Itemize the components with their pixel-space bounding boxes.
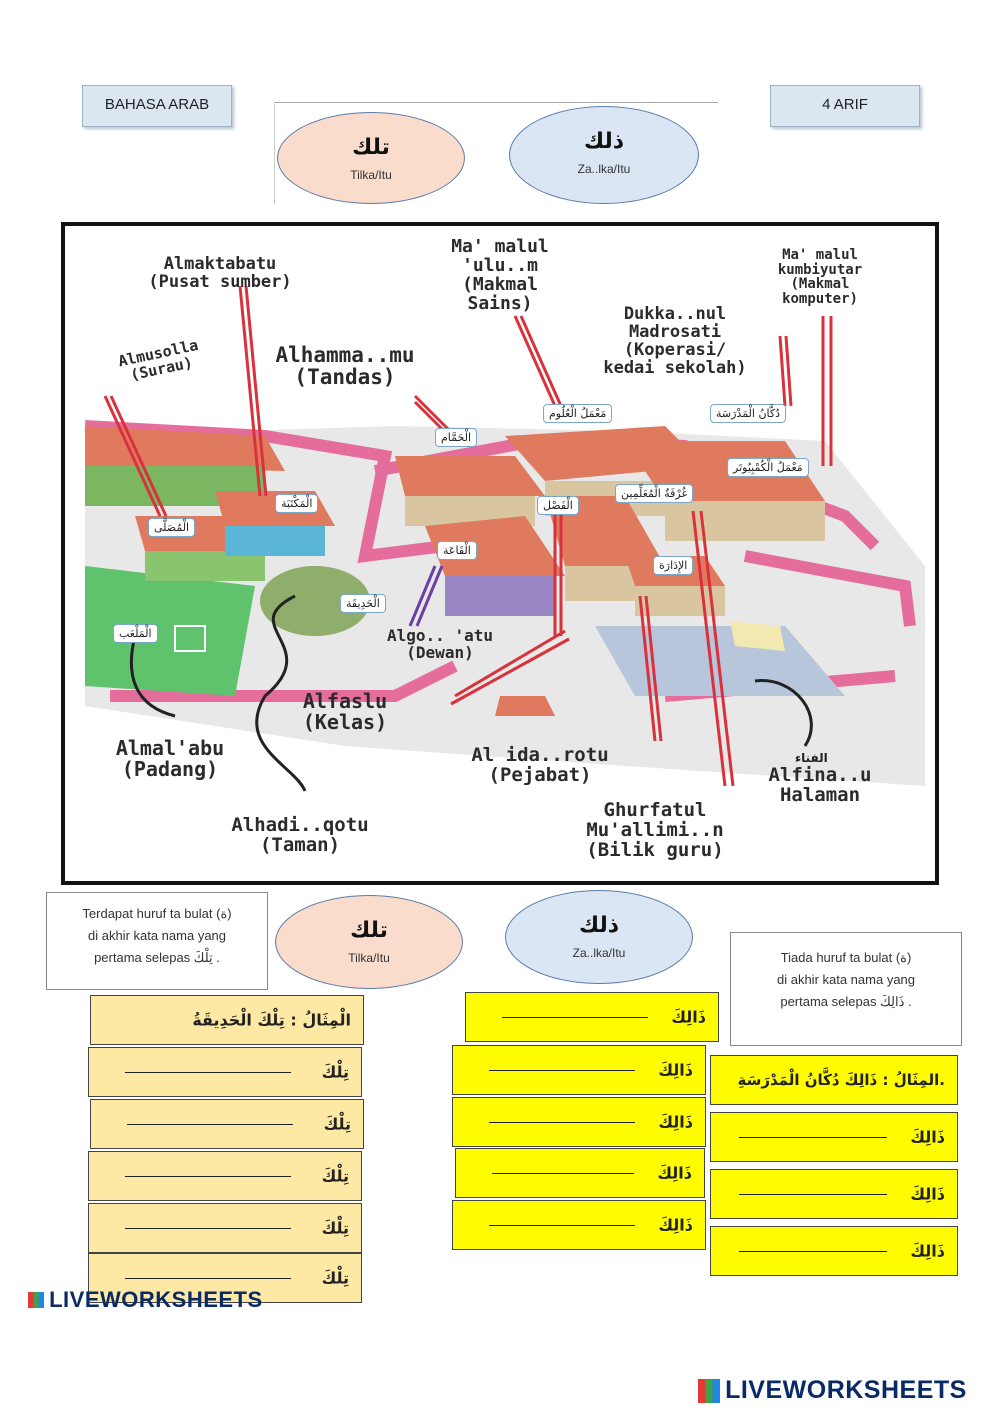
- tilka-latin-bottom: Tilka/Itu: [348, 951, 390, 965]
- note-left-line3: pertama selepas تِلْكَ .: [94, 950, 220, 966]
- note-left-line2: di akhir kata nama yang: [87, 928, 227, 944]
- zalika-word: ذَالِكَ: [671, 1007, 706, 1027]
- header-divider: [274, 102, 718, 103]
- tilka-row[interactable]: تِلْكَ: [88, 1151, 362, 1201]
- zalika-word: ذَالِكَ: [910, 1241, 945, 1261]
- answer-blank[interactable]: [492, 1173, 634, 1174]
- zalika-arabic-bottom: ذلك: [578, 913, 620, 938]
- zalika-ellipse: ذلك Za..lka/Itu: [509, 106, 699, 204]
- tilka-row[interactable]: تِلْكَ: [88, 1047, 362, 1097]
- zalika-row[interactable]: ذَالِكَ: [452, 1200, 706, 1250]
- zalika-row[interactable]: ذَالِكَ: [452, 1097, 706, 1147]
- label-ghurfah: Ghurfatul Mu'allimi..n (Bilik guru): [586, 799, 724, 861]
- tag-musolla: الْمُصَلَّى: [148, 518, 196, 537]
- note-with-ta-marbutah: Terdapat huruf ta bulat (ة) di akhir kat…: [46, 892, 268, 990]
- tag-hadiqah: الْحَدِيقَة: [340, 594, 386, 613]
- tag-maktabah: الْمَكْتَبَة: [275, 494, 319, 513]
- tag-malab: الْمَلْعَب: [113, 624, 158, 643]
- tag-ghurfah: غُرْفَةُ الْمُعَلِّمِين: [615, 484, 694, 503]
- zalika-row[interactable]: ذَالِكَ: [452, 1045, 706, 1095]
- tilka-row[interactable]: تِلْكَ: [88, 1203, 362, 1253]
- tilka-latin: Tilka/Itu: [350, 168, 392, 182]
- example-zalika: المِثَالُ : ذَالِكَ دُكَّانُ الْمَدْرَسَ…: [710, 1055, 958, 1105]
- zalika-ellipse-bottom: ذلك Za..lka/Itu: [505, 890, 693, 984]
- tilka-arabic: تلك: [352, 135, 390, 160]
- label-idarah: Al ida..rotu (Pejabat): [471, 744, 609, 786]
- example-zalika-text: المِثَالُ : ذَالِكَ دُكَّانُ الْمَدْرَسَ…: [737, 1071, 945, 1089]
- example-tilka: الْمِثَالُ : تِلْكَ الْحَدِيقَةُ: [90, 995, 364, 1045]
- tilka-word: تِلْكَ: [323, 1114, 351, 1134]
- zalika-row[interactable]: ذَالِكَ: [465, 992, 719, 1042]
- answer-blank[interactable]: [489, 1070, 635, 1071]
- zalika-row[interactable]: ذَالِكَ: [710, 1112, 958, 1162]
- zalika-latin: Za..lka/Itu: [577, 162, 631, 176]
- label-makmal-sains: Ma' malul 'ulu..m (Makmal Sains): [451, 236, 549, 314]
- logo-icon: [28, 1292, 44, 1308]
- liveworksheets-logo-large: LIVEWORKSHEETS: [698, 1376, 967, 1405]
- tilka-arabic-bottom: تلك: [350, 918, 388, 943]
- tag-qaah: الْقَاعَة: [437, 541, 477, 560]
- school-map: Almaktabatu (Pusat sumber) Ma' malul 'ul…: [61, 222, 939, 885]
- zalika-word: ذَالِكَ: [910, 1127, 945, 1147]
- answer-blank[interactable]: [739, 1194, 887, 1195]
- note-without-ta-marbutah: Tiada huruf ta bulat (ة) di akhir kata n…: [730, 932, 962, 1046]
- answer-blank[interactable]: [125, 1176, 291, 1177]
- zalika-word: ذَالِكَ: [910, 1184, 945, 1204]
- answer-blank[interactable]: [489, 1225, 635, 1226]
- brand-small-text: LIVEWORKSHEETS: [49, 1287, 263, 1312]
- label-malab: Almal'abu (Padang): [115, 736, 225, 781]
- tilka-row[interactable]: تِلْكَ: [90, 1099, 364, 1149]
- zalika-latin-bottom: Za..lka/Itu: [572, 946, 626, 960]
- tilka-word: تِلْكَ: [321, 1218, 349, 1238]
- tilka-word: تِلْكَ: [321, 1268, 349, 1288]
- zalika-row[interactable]: ذَالِكَ: [455, 1148, 705, 1198]
- zalika-row[interactable]: ذَالِكَ: [710, 1169, 958, 1219]
- zalika-word: ذَالِكَ: [657, 1163, 692, 1183]
- example-tilka-text: الْمِثَالُ : تِلْكَ الْحَدِيقَةُ: [192, 1010, 351, 1030]
- answer-blank[interactable]: [127, 1124, 293, 1125]
- zalika-word: ذَالِكَ: [658, 1215, 693, 1235]
- answer-blank[interactable]: [489, 1122, 635, 1123]
- label-makmal-komputer: Ma' malul kumbiyutar (Makmal komputer): [777, 247, 863, 308]
- class-label: 4 ARIF: [770, 85, 920, 127]
- label-maktabah: Almaktabatu (Pusat sumber): [148, 254, 292, 292]
- tilka-word: تِلْكَ: [321, 1062, 349, 1082]
- zalika-word: ذَالِكَ: [658, 1060, 693, 1080]
- label-dukkan: Dukka..nul Madrosati (Koperasi/ kedai se…: [603, 304, 747, 378]
- zalika-word: ذَالِكَ: [658, 1112, 693, 1132]
- answer-blank[interactable]: [125, 1278, 291, 1279]
- note-right-line1: Tiada huruf ta bulat (ة): [780, 950, 912, 965]
- tilka-ellipse: تلك Tilka/Itu: [277, 112, 465, 204]
- subject-label: BAHASA ARAB: [82, 85, 232, 127]
- zalika-row[interactable]: ذَالِكَ: [710, 1226, 958, 1276]
- answer-blank[interactable]: [739, 1137, 887, 1138]
- note-right-line2: di akhir kata nama yang: [776, 972, 916, 988]
- logo-icon: [698, 1378, 720, 1403]
- tag-makmal-ulum: مَعْمَلُ الْعُلُوم: [543, 404, 613, 423]
- liveworksheets-logo-small: LIVEWORKSHEETS: [28, 1287, 263, 1313]
- tilka-ellipse-bottom: تلك Tilka/Itu: [275, 895, 463, 989]
- label-qaah: Algo.. 'atu (Dewan): [387, 626, 493, 662]
- label-finaa: Alfina..u Halaman: [768, 764, 872, 806]
- answer-blank[interactable]: [739, 1251, 887, 1252]
- label-fasl: Alfaslu (Kelas): [302, 689, 388, 734]
- tag-finaa: الفناء: [795, 751, 828, 765]
- answer-blank[interactable]: [125, 1072, 291, 1073]
- tag-komputer: مَعْمَلُ الْكُمْبِيُوتَر: [727, 458, 809, 477]
- ellipse-divider: [274, 104, 279, 204]
- tag-hammam: الْحَمَّام: [435, 428, 478, 447]
- tilka-word: تِلْكَ: [321, 1166, 349, 1186]
- label-hadiqah: Alhadi..qotu (Taman): [231, 814, 369, 856]
- note-left-line1: Terdapat huruf ta bulat (ة): [82, 906, 232, 921]
- label-hammam: Alhamma..mu (Tandas): [275, 343, 415, 390]
- tag-fasl: الْفَصْل: [537, 496, 579, 515]
- answer-blank[interactable]: [125, 1228, 291, 1229]
- tilka-row[interactable]: تِلْكَ: [88, 1253, 362, 1303]
- tag-idarah: الإِدَارَة: [653, 556, 694, 575]
- answer-blank[interactable]: [502, 1017, 648, 1018]
- brand-large-text: LIVEWORKSHEETS: [725, 1376, 967, 1404]
- zalika-arabic: ذلك: [583, 129, 625, 154]
- tag-dukkan: دُكَّانُ الْمَدْرَسَة: [710, 404, 787, 423]
- note-right-line3: pertama selepas ذَالِكَ .: [780, 994, 912, 1010]
